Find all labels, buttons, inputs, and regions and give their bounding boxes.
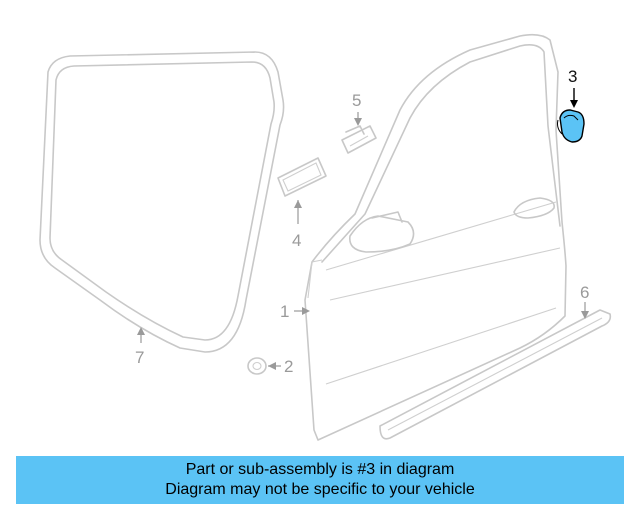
arrowhead-1 [302,307,310,315]
arrowhead-4 [294,200,302,208]
door-bumper-part-3[interactable] [557,109,585,143]
bracket-part-5[interactable] [341,125,377,154]
callout-5[interactable]: 5 [352,91,361,110]
info-banner: Part or sub-assembly is #3 in diagram Di… [16,456,624,504]
label-plate-part-4[interactable] [277,157,327,197]
arrowhead-2 [268,362,276,370]
caption-line-2: Diagram may not be specific to your vehi… [165,481,475,498]
weatherstrip-seal-part-7[interactable] [39,51,285,353]
callout-3[interactable]: 3 [568,67,577,86]
front-door-shell-part-1[interactable] [304,33,567,441]
caption-line-1: Part or sub-assembly is #3 in diagram [185,461,455,478]
arrowhead-6 [581,311,589,319]
arrowhead-5 [354,118,362,126]
callout-6[interactable]: 6 [580,283,589,302]
callout-1[interactable]: 1 [280,302,289,321]
callout-7[interactable]: 7 [135,348,144,367]
callout-4[interactable]: 4 [292,231,301,250]
lower-moulding-part-6[interactable] [379,309,612,440]
arrowhead-7 [137,327,145,335]
arrowhead-3 [570,100,578,108]
grommet-part-2[interactable] [247,357,267,375]
parts-diagram: 7 4 5 1 2 [39,33,612,441]
callout-2[interactable]: 2 [284,357,293,376]
